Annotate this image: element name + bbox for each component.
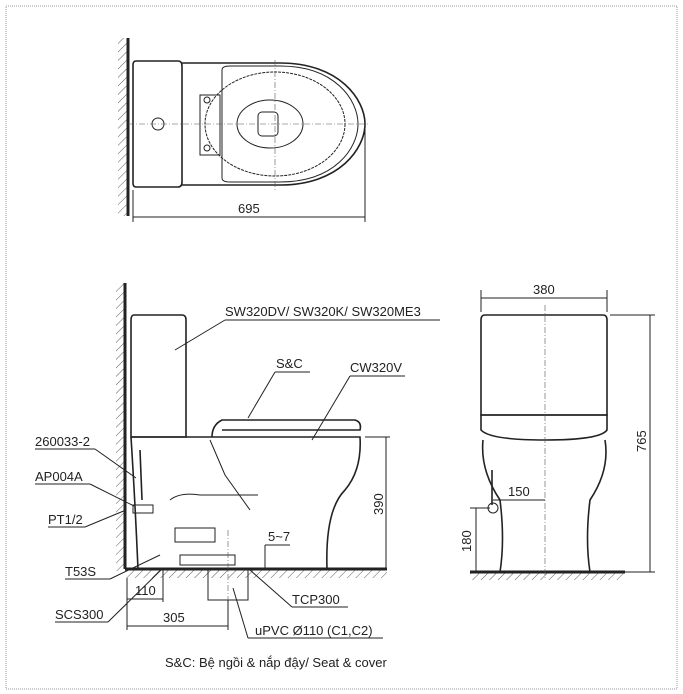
dim-gap-5-7: 5~7 bbox=[268, 529, 290, 544]
label-bowl: CW320V bbox=[350, 360, 402, 375]
front-view: 380 765 150 180 bbox=[459, 282, 655, 580]
top-view: 695 bbox=[118, 38, 368, 222]
dim-305: 305 bbox=[163, 610, 185, 625]
label-part-scs300: SCS300 bbox=[55, 607, 103, 622]
label-part-upvc-pipe: uPVC Ø110 (C1,C2) bbox=[255, 623, 373, 638]
dim-150: 150 bbox=[508, 484, 530, 499]
dim-180: 180 bbox=[459, 530, 474, 552]
label-seat-cover: S&C bbox=[276, 356, 303, 371]
caption: S&C: Bệ ngồi & nắp đậy/ Seat & cover bbox=[165, 655, 388, 670]
label-part-t53s: T53S bbox=[65, 564, 96, 579]
side-view: 390 SW320DV/ SW320K/ SW320ME3 S&C CW320V… bbox=[35, 283, 440, 639]
dim-height-765: 765 bbox=[634, 430, 649, 452]
label-model: SW320DV/ SW320K/ SW320ME3 bbox=[225, 304, 421, 319]
label-part-ap004a: AP004A bbox=[35, 469, 83, 484]
label-part-260033-2: 260033-2 bbox=[35, 434, 90, 449]
dim-width-380: 380 bbox=[533, 282, 555, 297]
dim-110: 110 bbox=[135, 583, 156, 598]
dim-width-695: 695 bbox=[238, 201, 260, 216]
label-part-tcp300: TCP300 bbox=[292, 592, 340, 607]
frame-border bbox=[5, 5, 678, 690]
dim-height-390: 390 bbox=[371, 493, 386, 515]
label-part-pt1-2: PT1/2 bbox=[48, 512, 83, 527]
